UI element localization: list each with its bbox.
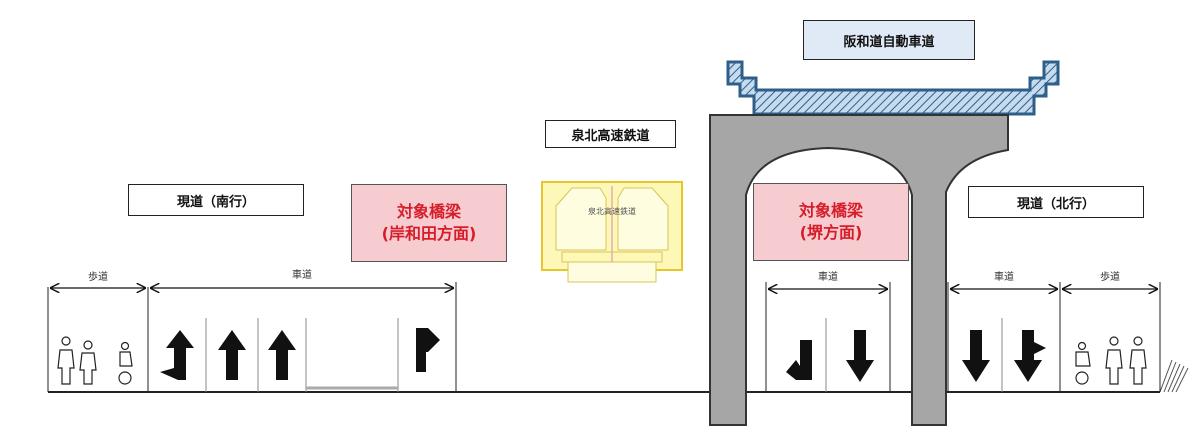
target-bridge-kishiwada-label: 対象橋梁 (岸和田方面)	[351, 184, 507, 262]
dim-sidewalk-right-label: 歩道	[1100, 272, 1120, 283]
expressway-pier	[709, 114, 1009, 426]
ground-edge-hatch	[1159, 359, 1189, 393]
lane-dividers-left	[47, 282, 457, 392]
road-south-label: 現道（南行）	[128, 184, 304, 216]
lane-arrows-right	[786, 330, 1046, 382]
pedestrians-left-icon	[57, 336, 97, 385]
railway-inner-label: 泉北高速鉄道	[588, 206, 636, 216]
target-bridge-sakai-line2: (堺方面)	[799, 223, 863, 242]
lane-arrow-straight-icon	[218, 330, 246, 380]
lane-dividers-right	[765, 282, 1161, 392]
target-bridge-sakai-label: 対象橋梁 (堺方面)	[753, 183, 909, 261]
dim-carriageway-center-label: 車道	[818, 272, 838, 283]
target-bridge-kishiwada-line2: (岸和田方面)	[381, 224, 477, 243]
pedestrians-right-icon	[1105, 336, 1147, 385]
railway-label: 泉北高速鉄道	[545, 120, 676, 148]
lane-arrow-straight-left-icon	[160, 330, 194, 380]
expressway-deck	[726, 60, 1060, 116]
target-bridge-sakai-line1: 対象橋梁	[798, 201, 863, 221]
lane-arrows-left	[160, 328, 440, 380]
target-bridge-kishiwada-line1: 対象橋梁	[396, 202, 461, 222]
dimension-lines	[51, 288, 1157, 289]
dim-carriageway-left-label: 車道	[292, 270, 312, 281]
lane-arrow-left-turn-icon	[786, 340, 812, 380]
railway-structure	[541, 181, 683, 283]
lane-arrow-straight-icon	[268, 330, 296, 380]
lane-arrow-straight-right-icon	[1014, 330, 1046, 382]
dim-carriageway-right-label: 車道	[994, 272, 1014, 283]
expressway-label: 阪和道自動車道	[803, 20, 975, 60]
lane-arrow-straight-down-icon	[846, 330, 874, 382]
lane-arrow-right-turn-icon	[416, 328, 440, 372]
cyclist-right-icon	[1075, 341, 1091, 385]
cyclist-left-icon	[118, 341, 133, 385]
dim-sidewalk-left-label: 歩道	[88, 272, 108, 283]
lane-arrow-straight-down-icon	[962, 330, 990, 382]
road-north-label: 現道（北行）	[968, 186, 1144, 218]
